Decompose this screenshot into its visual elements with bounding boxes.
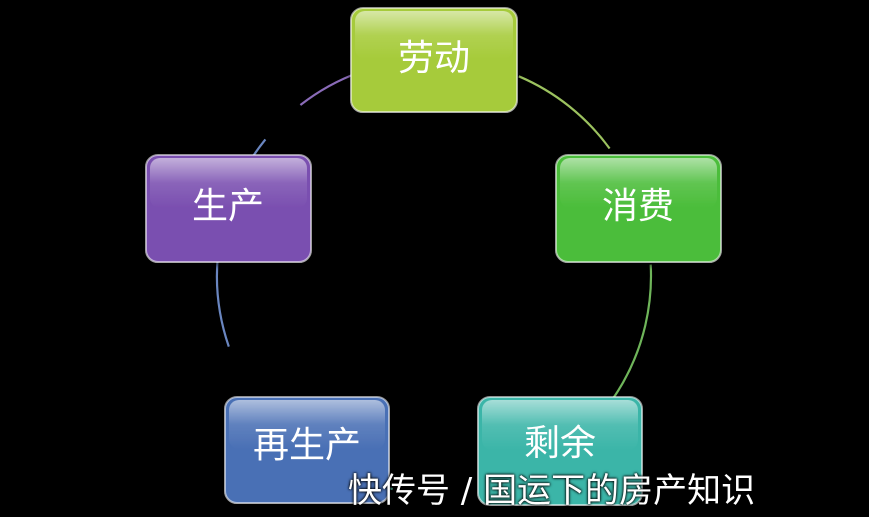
node-label-labor: 劳动 (398, 38, 470, 79)
node-labor: 劳动 (350, 7, 518, 113)
connector-labor-consumption (518, 75, 611, 150)
node-production: 生产 (145, 154, 312, 263)
node-label-reproduction: 再生产 (253, 425, 361, 466)
node-surplus: 剩余 (477, 396, 643, 506)
node-label-production: 生产 (192, 186, 264, 227)
watermark-text: 快传号 / 国运下的房产知识 (348, 471, 756, 511)
node-consumption: 消费 (555, 154, 722, 263)
node-reproduction: 再生产 (224, 396, 390, 504)
node-label-consumption: 消费 (602, 186, 674, 227)
node-label-surplus: 剩余 (524, 423, 596, 464)
